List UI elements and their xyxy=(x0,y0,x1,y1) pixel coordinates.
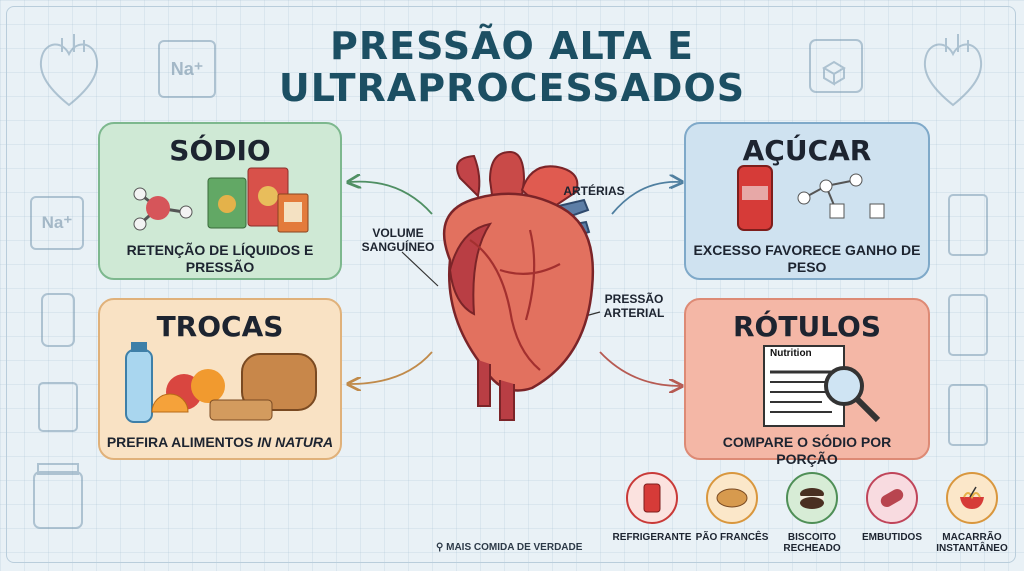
snack-bag-outline-icon xyxy=(948,194,988,256)
card-title: AÇÚCAR xyxy=(742,134,872,167)
food-name: REFRIGERANTE xyxy=(612,532,692,543)
card-text: EXCESSO FAVORECE GANHO DE PESO xyxy=(693,242,921,275)
food-item-refrigerante: REFRIGERANTE xyxy=(612,470,692,543)
card-text: PREFIRA ALIMENTOS IN NATURA xyxy=(106,434,334,451)
noodle-pack-outline-icon xyxy=(948,384,988,446)
ultraprocessed-foods-row: REFRIGERANTE PÃO FRANCÊS BISCOITO RECHEA… xyxy=(612,470,1010,560)
page-frame xyxy=(6,6,1016,563)
card-text-italic: IN NATURA xyxy=(257,434,334,450)
card-title: RÓTULOS xyxy=(732,310,881,343)
label-arterias: ARTÉRIAS xyxy=(563,184,625,198)
food-item-pao-frances: PÃO FRANCÊS xyxy=(692,470,772,543)
card-text: COMPARE O SÓDIO POR PORÇÃO xyxy=(722,434,892,467)
heart-illustration xyxy=(442,150,595,421)
location-pin-icon: ⚲ xyxy=(436,542,447,553)
card-acucar: AÇÚCAR EXCESSO FAVORECE GANHO DE PESO xyxy=(684,122,930,280)
sandwich-cookie-icon xyxy=(786,472,838,524)
food-name: PÃO FRANCÊS xyxy=(695,532,769,543)
molecule-and-snacks-icon xyxy=(133,167,309,233)
snack-bag-outline-icon xyxy=(948,294,988,356)
label-volume-sanguineo: VOLUME SANGUÍNEO xyxy=(361,226,435,254)
bread-roll-icon xyxy=(706,472,758,524)
sausage-icon xyxy=(866,472,918,524)
heart-outline-icon xyxy=(39,34,99,107)
food-name: EMBUTIDOS xyxy=(862,532,922,543)
noodle-bowl-icon xyxy=(946,472,998,524)
footer-text: MAIS COMIDA DE VERDADE xyxy=(446,542,583,553)
card-rotulos: RÓTULOS Nutrition COMPARE O SÓDIO POR PO… xyxy=(684,298,930,467)
card-trocas: TROCAS PREFIRA ALIMENTOS IN NATURA xyxy=(98,298,342,460)
heart-outline-icon xyxy=(923,34,983,107)
page-title-line-1: PRESSÃO ALTA E xyxy=(330,24,694,68)
food-item-embutidos: EMBUTIDOS xyxy=(852,470,932,543)
can-outline-icon xyxy=(41,293,75,347)
food-item-macarrao-instantaneo: MACARRÃO INSTANTÂNEO xyxy=(932,470,1012,554)
card-sodio: SÓDIO RETENÇÃO DE LÍQUIDOS E PRESSÃO xyxy=(98,122,342,280)
jar-outline-icon xyxy=(33,463,83,529)
footer-tagline: ⚲ MAIS COMIDA DE VERDADE xyxy=(436,542,582,553)
page-title-line-2: ULTRAPROCESSADOS xyxy=(278,66,746,110)
nutrition-label-magnifier-icon xyxy=(763,345,881,427)
food-item-biscoito-recheado: BISCOITO RECHEADO xyxy=(772,470,852,554)
sugar-cubes-icon xyxy=(809,39,863,93)
label-pressao-arterial: PRESSÃO ARTERIAL xyxy=(603,292,665,320)
package-outline-icon xyxy=(38,382,78,432)
nutrition-label-text: Nutrition xyxy=(770,348,812,359)
food-name: BISCOITO RECHEADO xyxy=(783,532,841,554)
soda-can-icon xyxy=(626,472,678,524)
card-text-plain: PREFIRA ALIMENTOS xyxy=(106,434,258,450)
card-text: RETENÇÃO DE LÍQUIDOS E PRESSÃO xyxy=(126,242,314,275)
card-title: TROCAS xyxy=(156,310,284,343)
sodium-symbol-icon: Na⁺ xyxy=(158,40,216,98)
natural-foods-icon xyxy=(125,342,317,423)
sodium-symbol-icon: Na⁺ xyxy=(30,196,84,250)
food-name: MACARRÃO INSTANTÂNEO xyxy=(936,532,1008,554)
soda-and-sugar-icon xyxy=(737,165,885,231)
card-title: SÓDIO xyxy=(169,134,271,167)
